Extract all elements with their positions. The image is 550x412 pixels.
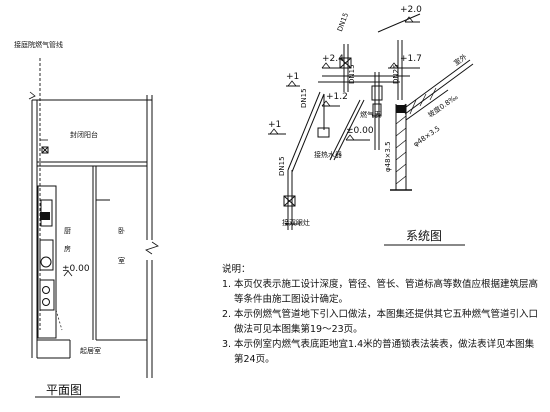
- sys-dn15-c: DN15: [278, 156, 286, 176]
- plan-living-room-label: 起居室: [80, 347, 101, 355]
- stove-burner: [40, 256, 52, 268]
- plan-kitchen-label-2: 房: [64, 245, 71, 253]
- plan-gas-line-label: 接庭院燃气管线: [14, 41, 63, 49]
- plan-bedroom-label-2: 室: [118, 257, 125, 265]
- sys-dn15-b: DN15: [300, 88, 308, 108]
- sys-elev-1-2: +1.2: [326, 92, 348, 102]
- system-valves: [283, 57, 383, 207]
- sys-dn25: DN25: [392, 64, 400, 84]
- note-item: 2. 本示例燃气管道地下引入口做法，本图集还提供其它五种燃气管道引入口做法可见本…: [222, 307, 542, 337]
- system-pipes: [268, 13, 474, 230]
- system-caption: 系统图: [406, 229, 443, 243]
- note-number: 2.: [222, 309, 232, 320]
- note-item: 3. 本示例室内燃气表底距地宜1.4米的普通锁表法装表，做法表详见本图集第24页…: [222, 337, 542, 367]
- break-mark-top: [28, 91, 36, 100]
- sink: [39, 239, 54, 271]
- sys-elev-2-4: +2.4: [322, 54, 344, 64]
- note-number: 3.: [222, 339, 232, 350]
- plan-walls: [31, 95, 153, 378]
- break-mark: [145, 241, 159, 255]
- sys-elev-2-0: +2.0: [400, 5, 422, 15]
- note-text: 本页仅表示施工设计深度，管径、管长、管道标高等数值应根据建筑层高等条件由施工图设…: [234, 279, 539, 305]
- note-item: 1. 本页仅表示施工设计深度，管径、管长、管道标高等数值应根据建筑层高等条件由施…: [222, 277, 542, 307]
- sys-dn15-a: DN15: [348, 64, 356, 84]
- notes-heading: 说明：: [222, 264, 251, 275]
- sys-pipe-spec: φ48×3.5: [384, 141, 392, 172]
- sys-elev-zero: ±0.00: [346, 126, 374, 136]
- sys-elev-1-left: +1: [268, 120, 282, 130]
- counter: [37, 185, 57, 339]
- note-number: 1.: [222, 279, 232, 290]
- note-text: 本示例燃气管道地下引入口做法，本图集还提供其它五种燃气管道引入口做法可见本图集第…: [234, 309, 539, 335]
- plan-caption: 平面图: [46, 383, 83, 397]
- note-text: 本示例室内燃气表底距地宜1.4米的普通锁表法装表，做法表详见本图集第24页。: [234, 339, 535, 365]
- plan-balcony-label: 封闭阳台: [70, 131, 98, 139]
- plan-kitchen-label-1: 厨: [64, 227, 71, 235]
- stove: [39, 279, 55, 311]
- plan-elevation: ±0.00: [62, 264, 90, 274]
- sys-elev-1-top: +1: [286, 72, 300, 82]
- sys-elev-1-7: +1.7: [400, 54, 422, 64]
- sys-stove-label: 接双眼灶: [282, 219, 310, 227]
- sys-water-heater-label: 接热水器: [314, 151, 342, 159]
- plan-bedroom-label-1: 卧: [118, 227, 125, 235]
- notes-block: 说明： 1. 本页仅表示施工设计深度，管径、管长、管道标高等数值应根据建筑层高等…: [222, 262, 542, 367]
- sys-gas-meter-label: 燃气表: [360, 111, 381, 119]
- plan-valve: [41, 146, 49, 154]
